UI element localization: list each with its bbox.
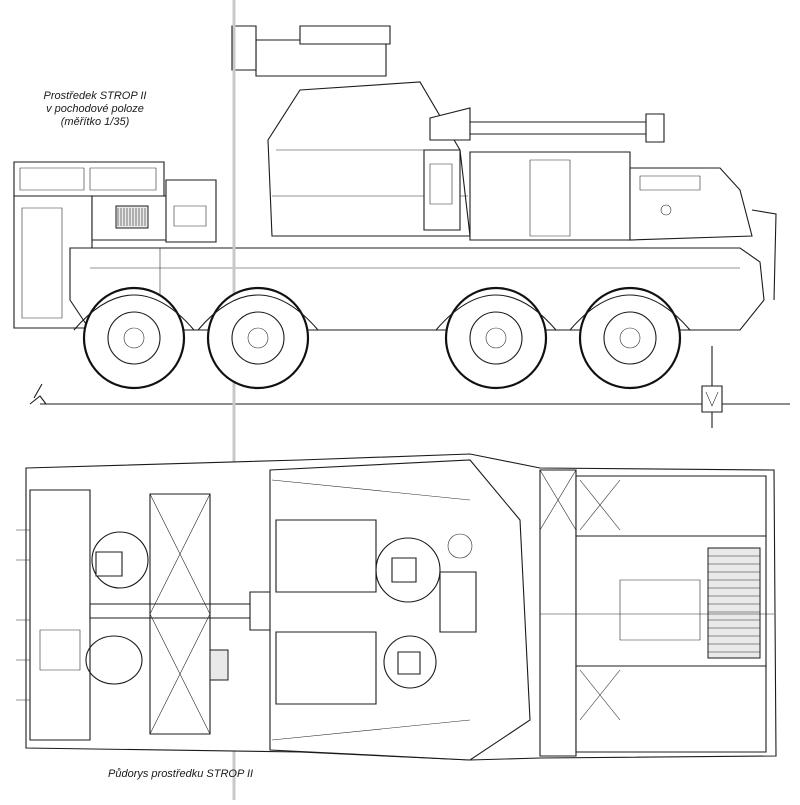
rear-cargo-brace bbox=[580, 670, 620, 720]
side-view bbox=[14, 0, 790, 800]
side-panel bbox=[530, 160, 570, 236]
wheel bbox=[580, 288, 680, 388]
turret-left-hatch-group bbox=[276, 520, 376, 592]
gunner-hatch bbox=[384, 636, 436, 688]
side-caption-line-2: v pochodové poloze bbox=[46, 103, 144, 115]
commander-periscope bbox=[392, 558, 416, 582]
front-panel bbox=[40, 630, 80, 670]
plan-rear-bulkhead bbox=[540, 470, 576, 756]
wheel-arches bbox=[74, 295, 690, 330]
vent-grille bbox=[116, 206, 148, 228]
cab-light bbox=[661, 205, 671, 215]
cab-window bbox=[640, 176, 700, 190]
gun-barrel bbox=[470, 122, 650, 134]
plan-view-caption: Půdorys prostředku STROP II bbox=[108, 768, 254, 780]
muzzle-brake bbox=[646, 114, 664, 142]
side-caption-line-3: (měřítko 1/35) bbox=[60, 116, 130, 128]
stabilizer-mark bbox=[706, 392, 718, 406]
plan-view bbox=[16, 454, 776, 760]
cab bbox=[630, 168, 752, 240]
rear-grille bbox=[708, 548, 760, 658]
rear-cargo-lower bbox=[576, 666, 766, 752]
wheel bbox=[446, 288, 546, 388]
cross-braced-deck bbox=[150, 494, 210, 734]
rear-cargo-box bbox=[14, 162, 164, 196]
plan-front-handles bbox=[16, 530, 30, 700]
side-locker bbox=[166, 180, 216, 242]
rear-cargo-brace bbox=[580, 480, 620, 530]
rear-door bbox=[22, 208, 62, 318]
stabilizer-pad bbox=[702, 386, 722, 412]
cargo-panel bbox=[20, 168, 84, 190]
cupola bbox=[256, 40, 386, 76]
gun-mantlet bbox=[430, 108, 470, 140]
turret-edges bbox=[272, 480, 470, 740]
commander-hatch bbox=[376, 538, 440, 602]
wheel bbox=[84, 288, 184, 388]
bulkhead-brace bbox=[540, 470, 576, 530]
turret-hatch-door bbox=[424, 150, 460, 230]
plan-grille bbox=[210, 650, 228, 680]
rear-deck-panel bbox=[620, 580, 700, 640]
front-hatch bbox=[86, 636, 142, 684]
sight-mount bbox=[232, 26, 256, 70]
plan-front-deck bbox=[30, 490, 90, 740]
cargo-panel bbox=[90, 168, 156, 190]
side-caption-line-1: Prostředek STROP II bbox=[43, 90, 147, 102]
door-window bbox=[430, 164, 452, 204]
wheel bbox=[208, 288, 308, 388]
driver-hatch bbox=[92, 532, 148, 588]
rear-hitch bbox=[30, 384, 46, 404]
loader-station bbox=[440, 572, 476, 632]
side-view-caption: Prostředek STROP II v pochodové poloze (… bbox=[30, 90, 160, 129]
plan-turret bbox=[270, 460, 530, 760]
cupola-top bbox=[300, 26, 390, 44]
locker-door bbox=[174, 206, 206, 226]
ventilator bbox=[448, 534, 472, 558]
front-bumper-frame bbox=[752, 210, 776, 300]
rear-cargo-upper bbox=[576, 476, 766, 536]
turret-left-hatch-group bbox=[276, 632, 376, 704]
gunner-periscope bbox=[398, 652, 420, 674]
mid-compartment bbox=[470, 152, 630, 240]
driver-periscope bbox=[96, 552, 122, 576]
